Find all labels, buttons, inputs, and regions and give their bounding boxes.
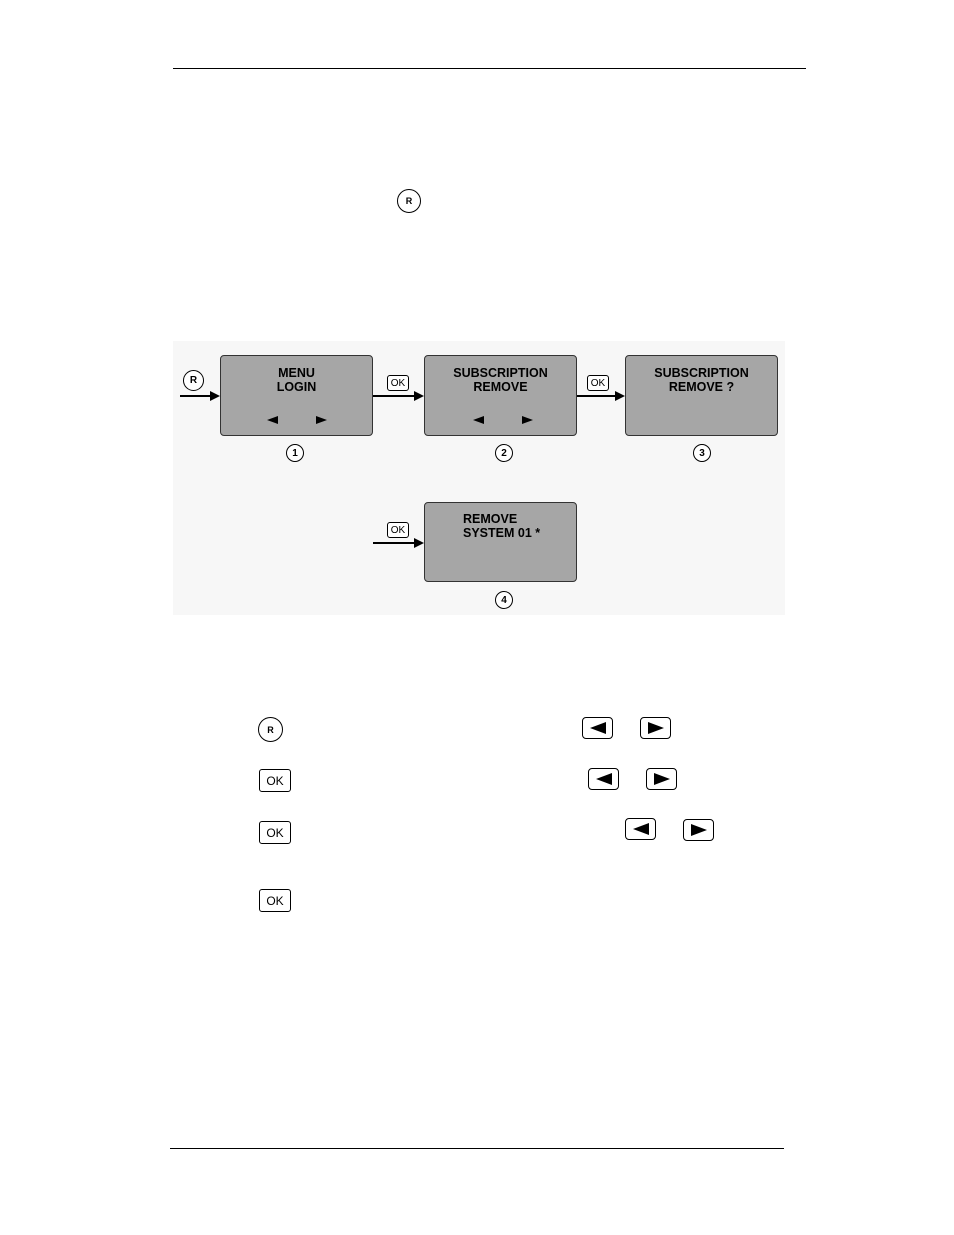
left-arrow-icon [267, 416, 278, 424]
arrowhead [615, 391, 625, 401]
lcd-line-2: REMOVE ? [668, 380, 735, 394]
right-arrow-icon [522, 416, 533, 424]
lcd-screen-4: REMOVE SYSTEM 01 * [424, 502, 577, 582]
left-arrow-key-icon [625, 818, 656, 840]
flow-arrow [373, 542, 416, 544]
step-number-4: 4 [495, 591, 513, 609]
arrowhead [210, 391, 220, 401]
left-arrow-key-icon [588, 768, 619, 790]
ok-key-icon: OK [259, 769, 291, 792]
right-arrow-key-icon [646, 768, 677, 790]
lcd-screen-2: SUBSCRIPTION REMOVE [424, 355, 577, 436]
flow-arrow [373, 395, 416, 397]
r-key-icon: R [183, 370, 204, 391]
ok-key-icon: OK [387, 375, 409, 391]
lcd-line-2: SYSTEM 01 * [463, 526, 541, 540]
lcd-line-1: REMOVE [463, 512, 518, 526]
lcd-line-1: SUBSCRIPTION [654, 366, 749, 380]
lcd-screen-1: MENU LOGIN [220, 355, 373, 436]
lcd-line-1: MENU [278, 366, 315, 380]
lcd-screen-3: SUBSCRIPTION REMOVE ? [625, 355, 778, 436]
step-number-2: 2 [495, 444, 513, 462]
arrowhead [414, 391, 424, 401]
footer-rule [170, 1148, 784, 1149]
ok-key-icon: OK [587, 375, 609, 391]
ok-key-icon: OK [259, 821, 291, 844]
lcd-line-1: SUBSCRIPTION [453, 366, 548, 380]
left-arrow-key-icon [582, 717, 613, 739]
flow-arrow [577, 395, 617, 397]
arrowhead [414, 538, 424, 548]
r-key-icon: R [258, 717, 283, 742]
step-number-3: 3 [693, 444, 711, 462]
ok-key-icon: OK [387, 522, 409, 538]
lcd-line-2: REMOVE [473, 380, 528, 394]
header-rule [173, 68, 806, 69]
r-key-icon: R [397, 189, 421, 213]
left-arrow-icon [473, 416, 484, 424]
flow-arrow [180, 395, 212, 397]
ok-key-icon: OK [259, 889, 291, 912]
right-arrow-key-icon [683, 819, 714, 841]
right-arrow-key-icon [640, 717, 671, 739]
step-number-1: 1 [286, 444, 304, 462]
lcd-line-2: LOGIN [276, 380, 317, 394]
right-arrow-icon [316, 416, 327, 424]
